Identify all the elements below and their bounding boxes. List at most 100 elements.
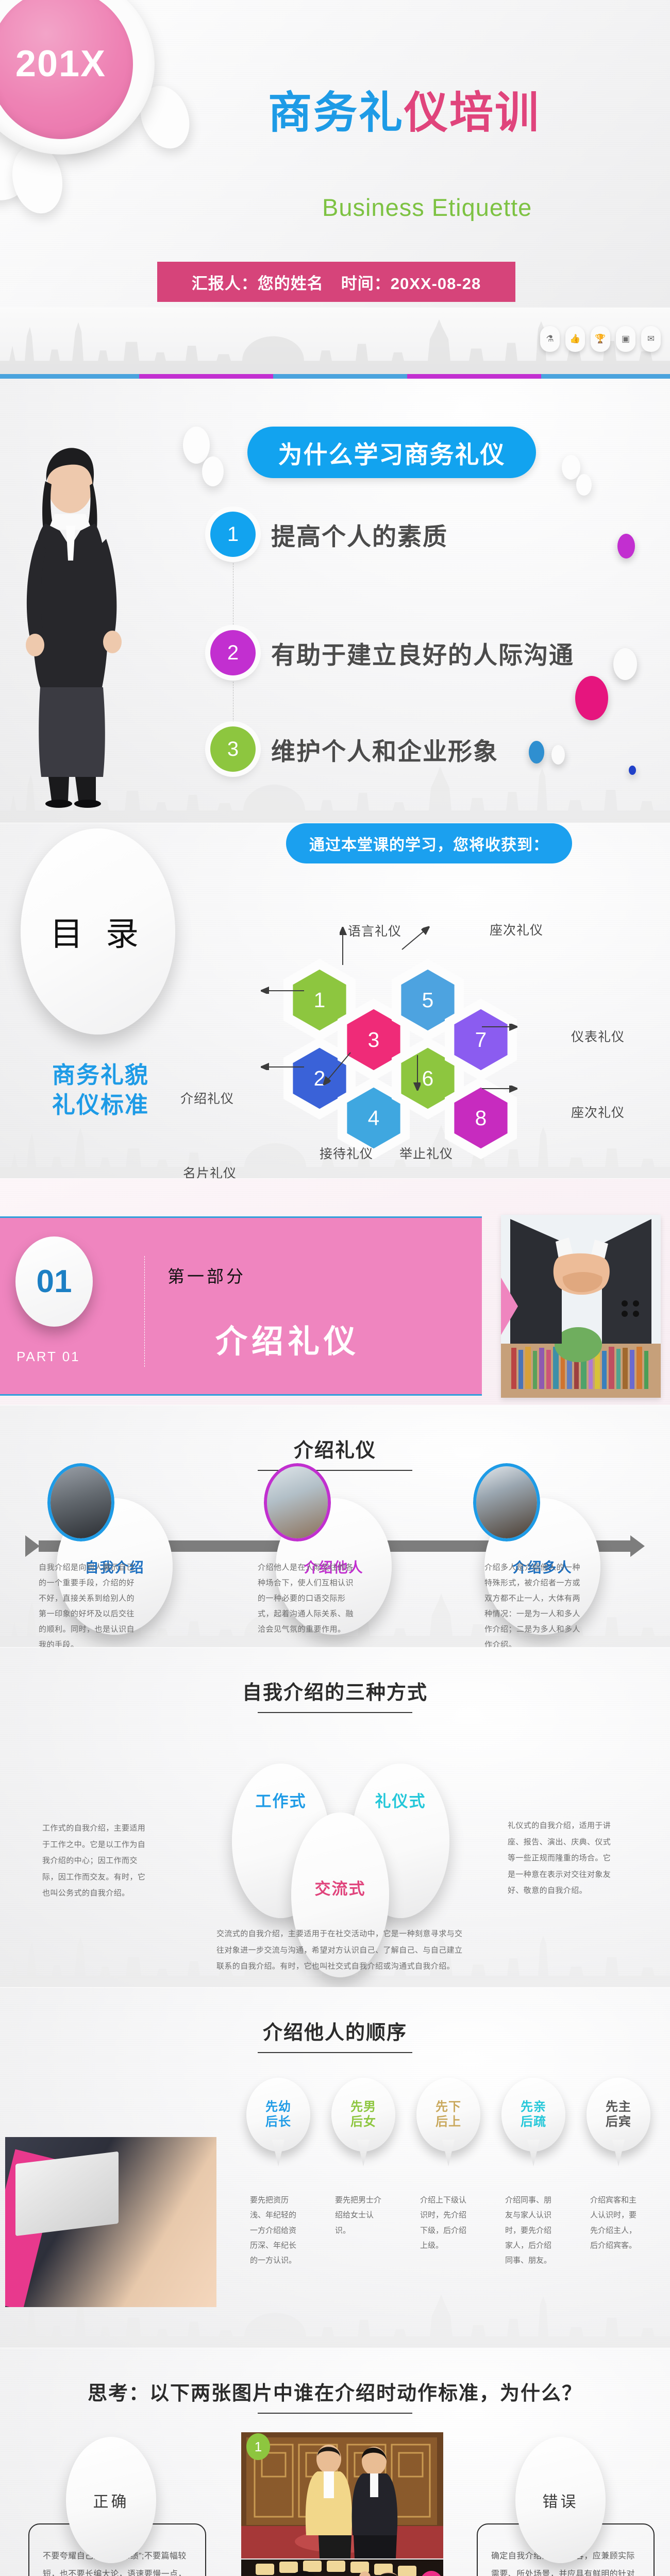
learning-outcome-pill: 通过本堂课的学习，您将收获到：	[286, 823, 572, 863]
thumbs-up-icon[interactable]: 👍	[565, 326, 585, 352]
trophy-icon[interactable]: 🏆	[591, 326, 610, 352]
photo-badge-2: 2	[420, 2571, 443, 2576]
mail-icon[interactable]: ✉	[641, 326, 661, 352]
hex-number: 3	[347, 1009, 400, 1071]
bullet-text: 有助于建立良好的人际沟通	[271, 641, 574, 669]
flow-step-3-body: 介绍多人是介绍他人的一种特殊形式，被介绍者一方或双方都不止一人，大体有两种情况：…	[484, 1563, 581, 1648]
presentation-date: 时间：20XX-08-28	[341, 274, 481, 293]
decorative-flower-shape: 201X	[0, 0, 201, 242]
title-rule	[258, 2413, 412, 2414]
label-wrong-text: 错误	[542, 2493, 579, 2511]
photo-badge-1: 1	[246, 2433, 270, 2460]
toc-left-label-line1: 商务礼貌	[52, 1062, 149, 1088]
pin-4-line1: 先亲	[521, 2099, 546, 2114]
pin-2-line2: 后女	[350, 2114, 376, 2129]
presenter-bar: 汇报人：您的姓名 时间：20XX-08-28	[157, 262, 515, 302]
pin-3[interactable]: 先下 后上	[416, 2078, 480, 2168]
hex-label-7: 仪表礼仪	[571, 1030, 625, 1044]
learning-outcome-text: 通过本堂课的学习，您将收获到：	[309, 837, 549, 854]
avatar	[264, 1463, 331, 1541]
list-item: 3 维护个人和企业形象	[210, 726, 498, 772]
photo-scene-1	[241, 2432, 443, 2558]
pin-4[interactable]: 先亲 后疏	[501, 2078, 565, 2168]
venn-text-bottom: 交流式的自我介绍，主要适用于在社交活动中，它是一种刻意寻求与交往对象进一步交流与…	[216, 1929, 463, 1971]
hex-label-3: 语言礼仪	[348, 924, 402, 939]
pin-2-line1: 先男	[350, 2099, 376, 2114]
section-subtitle: 第一部分	[167, 1267, 246, 1286]
flow-step-1-body: 自我介绍是向别人展示自己的一个重要手段，介绍的好不好，直接关系到给别人的第一印象…	[39, 1563, 135, 1648]
page-title: 自我介绍的三种方式	[242, 1682, 428, 1704]
pin-5[interactable]: 先主 后宾	[587, 2078, 650, 2168]
slide-section-divider: 01 PART 01 第一部分 介绍礼仪	[0, 1179, 670, 1405]
page-title: 介绍礼仪	[293, 1440, 376, 1462]
pin-5-line1: 先主	[606, 2099, 631, 2114]
photo-scene-2	[241, 2560, 443, 2576]
color-stripe	[0, 374, 670, 379]
section-number-badge: 01	[15, 1236, 93, 1327]
bullet-text: 维护个人和企业形象	[271, 737, 498, 765]
pin-3-body: 介绍上下级认识时，先介绍下级，后介绍上级。	[420, 2196, 467, 2250]
toc-hex-7[interactable]: 7	[445, 998, 517, 1081]
section-header: 介绍礼仪	[0, 1405, 670, 1471]
section-part-label: PART 01	[16, 1349, 80, 1364]
hex-label-6: 举止礼仪	[399, 1147, 454, 1161]
title-rule	[258, 1712, 412, 1713]
hex-label-5: 座次礼仪	[490, 923, 544, 938]
handshake-photo	[501, 1215, 661, 1398]
section-number: 01	[36, 1264, 72, 1299]
flow-step-label: 自我介绍	[85, 1560, 145, 1575]
venn-label-1: 工作式	[255, 1792, 307, 1810]
slide-heading-pill: 为什么学习商务礼仪	[247, 427, 536, 478]
section-header: 介绍他人的顺序	[0, 1988, 670, 2053]
page-title: 商务礼仪培训	[268, 77, 540, 141]
slide-heading: 为什么学习商务礼仪	[278, 440, 506, 468]
avatar	[473, 1463, 540, 1541]
slide-intro-order: 介绍他人的顺序 先幼 后长 先男 后女 先下 后上	[0, 1988, 670, 2348]
businesswoman-photo	[14, 437, 148, 808]
pin-5-body: 介绍宾客和主人认识时，要先介绍主人，后介绍宾客。	[590, 2196, 637, 2250]
label-wrong: 错误	[515, 2437, 606, 2563]
list-item: 1 提高个人的素质	[210, 512, 448, 557]
slide-intro-etiquette: 介绍礼仪 自我介绍 自我介绍是向别人展示自己的一个重要手段，介绍的好不好，直接关…	[0, 1405, 670, 1648]
bullet-number: 2	[210, 630, 256, 675]
label-correct: 正确	[66, 2437, 156, 2563]
section-header: 自我介绍的三种方式	[0, 1648, 670, 1713]
title-part-cyan: 商务礼	[268, 89, 405, 138]
label-correct-text: 正确	[93, 2493, 129, 2511]
subtitle: Business Etiquette	[322, 194, 532, 221]
toc-hex-1[interactable]: 1	[283, 959, 356, 1041]
year-text: 201X	[15, 43, 107, 84]
toc-connector-arrows	[273, 934, 562, 1176]
flask-icon[interactable]: ⚗	[540, 326, 560, 352]
slide-table-of-contents: 通过本堂课的学习，您将收获到： 目 录 商务礼貌 礼仪标准	[0, 823, 670, 1179]
flow-step-label: 介绍他人	[304, 1560, 364, 1575]
section-divider-line	[144, 1256, 145, 1367]
pin-3-line1: 先下	[435, 2099, 461, 2114]
hex-label-2: 名片礼仪	[183, 1166, 237, 1179]
toc-hex-2[interactable]: 2	[283, 1037, 356, 1120]
pin-2[interactable]: 先男 后女	[331, 2078, 395, 2168]
venn-label-2: 礼仪式	[375, 1792, 426, 1810]
bullet-text: 提高个人的素质	[271, 522, 448, 550]
presenter-name: 汇报人：您的姓名	[191, 274, 324, 293]
camera-icon[interactable]: ▣	[616, 326, 635, 352]
pin-1[interactable]: 先幼 后长	[246, 2078, 310, 2168]
venn-label-3: 交流式	[314, 1880, 366, 1898]
year-badge: 201X	[0, 0, 133, 139]
office-photo	[5, 2137, 216, 2307]
title-part-pink: 仪培训	[404, 89, 541, 138]
avatar	[47, 1463, 114, 1541]
pin-1-line1: 先幼	[265, 2099, 291, 2114]
hex-label-1: 介绍礼仪	[180, 1092, 234, 1106]
section-heading: 介绍礼仪	[215, 1324, 360, 1360]
toc-hex-grid: 1 2 3 4 5 6 7 8	[273, 934, 562, 1176]
toc-hex-5[interactable]: 5	[392, 959, 464, 1041]
slide-why-learn: ⚗ 👍 🏆 ▣ ✉	[0, 308, 670, 823]
title-rule	[258, 2052, 412, 2053]
hex-label-4: 接待礼仪	[320, 1147, 374, 1161]
pin-1-line2: 后长	[265, 2114, 291, 2129]
pin-5-line2: 后宾	[606, 2114, 631, 2129]
toc-title-oval: 目 录	[21, 828, 175, 1035]
page-title: 介绍他人的顺序	[262, 2022, 407, 2044]
section-header: 思考：以下两张图片中谁在介绍时动作标准，为什么？	[0, 2348, 670, 2414]
